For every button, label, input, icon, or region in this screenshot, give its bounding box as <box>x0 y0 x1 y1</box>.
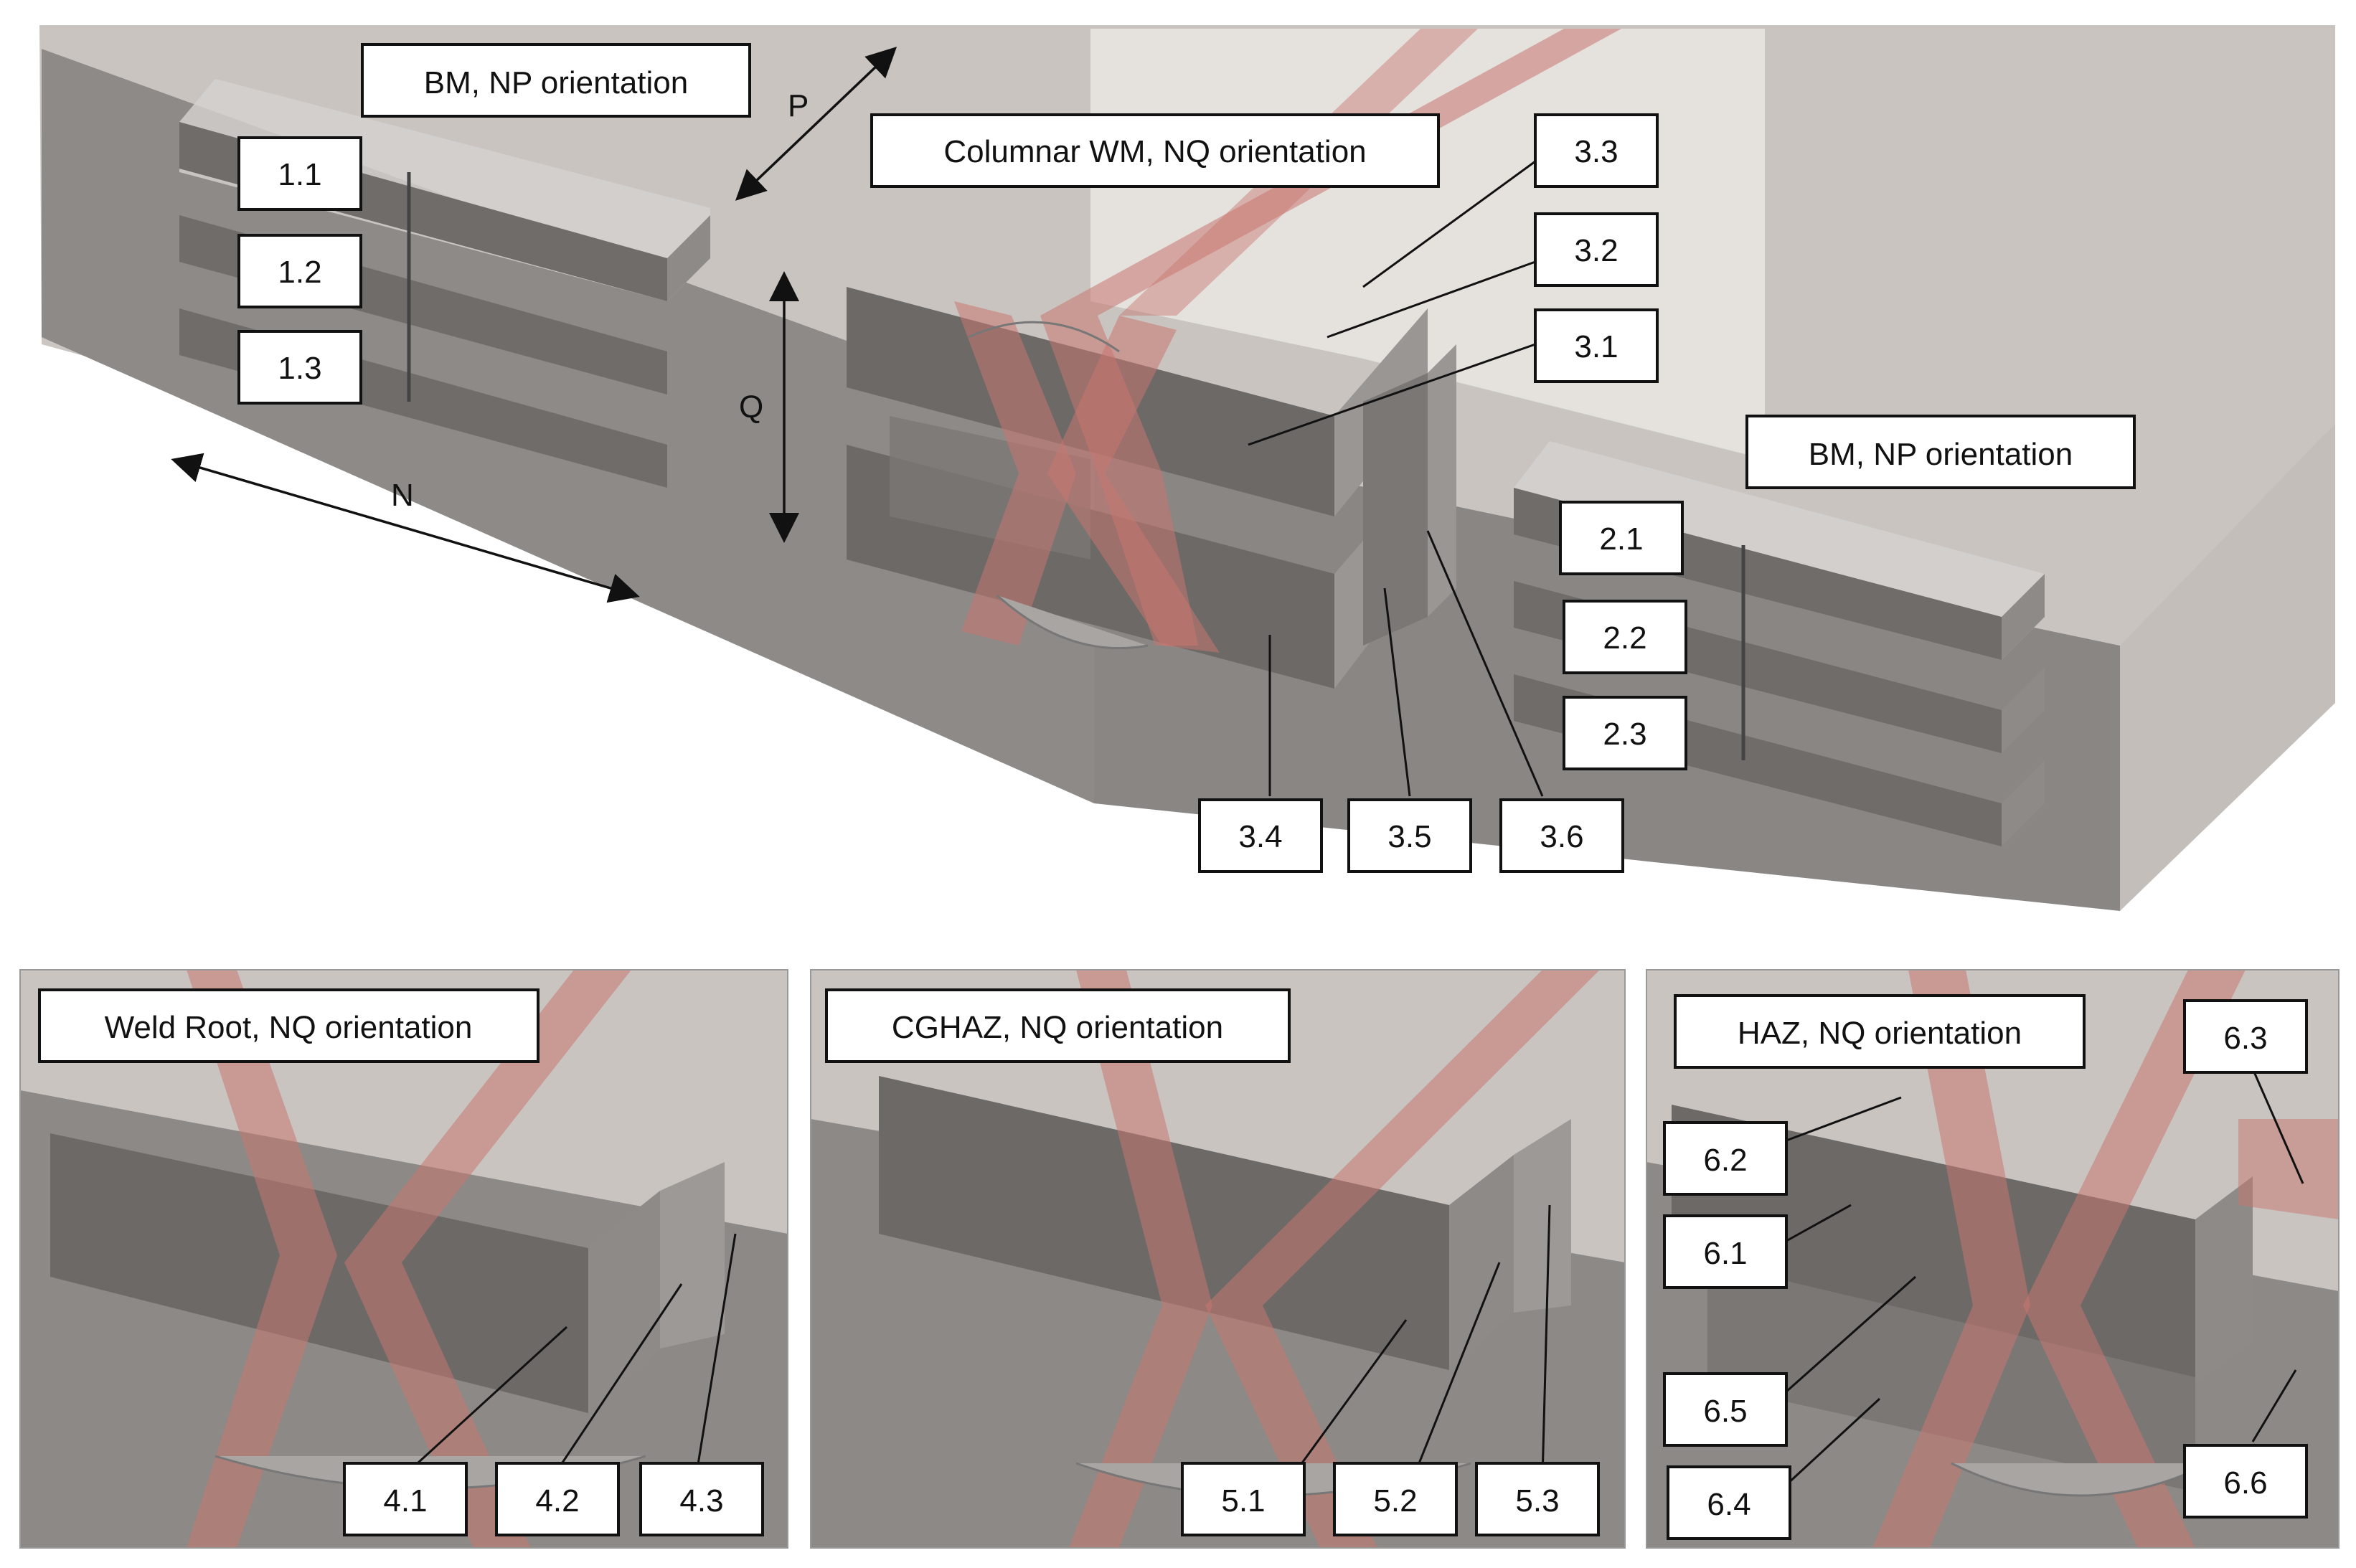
specimen-2-1: 2.1 <box>1599 521 1643 557</box>
specimen-6-2: 6.2 <box>1703 1143 1747 1178</box>
plate-side-face <box>2120 423 2335 911</box>
specimen-3-3: 3.3 <box>1574 134 1618 169</box>
columnar-label: Columnar WM, NQ orientation <box>943 134 1366 169</box>
specimen-1-3: 1.3 <box>278 351 321 386</box>
specimen-4-2: 4.2 <box>535 1483 579 1519</box>
specimen-6-4: 6.4 <box>1707 1487 1750 1522</box>
top-panel: P Q N BM, NP orientation Columnar WM, NQ… <box>39 25 2335 911</box>
specimen-6-5: 6.5 <box>1703 1394 1747 1429</box>
bm-left-label-box <box>361 43 751 118</box>
weld-root-title: Weld Root, NQ orientation <box>105 1010 473 1045</box>
cghaz-panel <box>811 970 1625 1548</box>
specimen-2-2: 2.2 <box>1603 620 1646 656</box>
specimen-4-1: 4.1 <box>383 1483 427 1519</box>
specimen-6-6: 6.6 <box>2223 1465 2267 1501</box>
specimen-3-6: 3.6 <box>1540 819 1583 854</box>
columnar-label-box <box>870 113 1440 188</box>
specimen-6-1: 6.1 <box>1703 1236 1747 1271</box>
specimen-3-2: 3.2 <box>1574 233 1618 268</box>
p-axis-label: P <box>788 88 809 123</box>
specimen-labels-top: 1.1 1.2 1.3 3.3 3.2 3.1 2.1 2.2 2.3 3.4 … <box>237 113 1687 873</box>
weld-root-title-box <box>38 988 539 1063</box>
cghaz-title-box <box>825 988 1291 1063</box>
specimen-1-1: 1.1 <box>278 157 321 192</box>
haz-title-box <box>1674 994 2086 1069</box>
specimen-1-2: 1.2 <box>278 255 321 290</box>
q-axis-label: Q <box>739 389 763 425</box>
specimen-2-3: 2.3 <box>1603 717 1646 752</box>
n-axis-arrow <box>171 453 640 603</box>
specimen-5-1: 5.1 <box>1221 1483 1265 1519</box>
specimen-3-4: 3.4 <box>1238 819 1282 854</box>
specimen-3-5: 3.5 <box>1387 819 1431 854</box>
specimen-3-1: 3.1 <box>1574 329 1618 364</box>
specimen-5-2: 5.2 <box>1373 1483 1417 1519</box>
specimen-5-3: 5.3 <box>1515 1483 1559 1519</box>
p-axis-arrow <box>735 47 897 201</box>
bm-right-label-box <box>1745 415 2136 489</box>
bm-right-label: BM, NP orientation <box>1809 437 2073 472</box>
specimen-4-3: 4.3 <box>679 1483 723 1519</box>
bm-left-label: BM, NP orientation <box>424 65 688 100</box>
cghaz-title: CGHAZ, NQ orientation <box>892 1010 1223 1045</box>
specimen-6-3: 6.3 <box>2223 1021 2267 1056</box>
haz-title: HAZ, NQ orientation <box>1738 1016 2022 1051</box>
n-axis-label: N <box>391 478 414 513</box>
